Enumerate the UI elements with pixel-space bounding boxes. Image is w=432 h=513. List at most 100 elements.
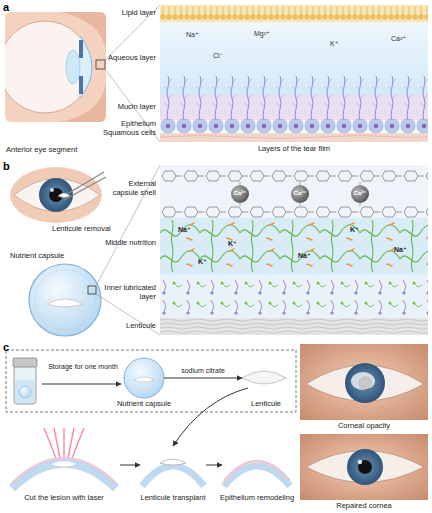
collagen-fibers — [160, 318, 428, 335]
annotation-label: Mg²⁺ — [254, 30, 278, 38]
node-label: Middle nutrition — [104, 239, 156, 248]
diagram-node: Lenticule — [160, 318, 428, 335]
diagram-node: Aqueous layer — [160, 22, 428, 95]
lower-eyelid — [60, 84, 106, 122]
vial — [14, 366, 36, 404]
cornea-section — [142, 466, 204, 486]
lesion — [52, 461, 76, 467]
epithelium — [224, 461, 290, 481]
squamous-band — [160, 133, 428, 142]
eye-white — [14, 179, 100, 212]
shell-band — [160, 165, 428, 218]
node-label: Repaired cornea — [300, 502, 428, 511]
iris — [347, 449, 383, 485]
laser-beam — [44, 428, 84, 458]
node-label: Inner lubricated layer — [98, 284, 156, 301]
capsule-sphere — [29, 264, 101, 336]
node-label: Layers of the tear film — [160, 145, 428, 154]
calcium-ion — [351, 185, 369, 203]
diagram-node: Mucin layer — [160, 95, 428, 120]
node-label: Lenticule — [244, 400, 288, 409]
lipid-molecules — [160, 5, 428, 22]
node-label: Aqueous layer — [100, 54, 156, 63]
corneal-opacity — [351, 372, 375, 390]
diagram-node: Lenticule removal — [12, 168, 102, 224]
eye-photo — [300, 434, 428, 500]
annotation-label: Na⁺ — [394, 246, 418, 254]
node-label: Epithelium remodeling — [210, 494, 304, 503]
eyeball — [5, 21, 91, 113]
alginate-chain — [160, 206, 428, 218]
node-label: Corneal opacity — [300, 422, 428, 431]
diagram-node: Middle nutrition — [160, 218, 428, 275]
lenticule — [160, 459, 186, 465]
process-arrow — [120, 465, 140, 466]
annotation-label: Ca²⁺ — [350, 190, 370, 197]
lens — [66, 50, 80, 84]
diagram-node: Epithelium remodeling — [222, 446, 292, 484]
annotation-label: Ca²⁺ — [290, 190, 310, 197]
cornea — [80, 36, 92, 98]
annotation-label: Na⁺ — [178, 226, 202, 234]
diagram-node: Repaired cornea — [300, 434, 428, 500]
iris — [39, 178, 73, 212]
annotation-label: Ca²⁺ — [391, 35, 415, 43]
node-label: Nutrient capsule — [10, 252, 100, 261]
lenticule — [47, 299, 83, 307]
lenticule — [242, 371, 286, 384]
eye-side-view — [5, 12, 106, 122]
capsule-sphere — [124, 358, 164, 398]
vial-cap — [13, 358, 37, 367]
node-label: External capsule shell — [104, 180, 156, 197]
diagram-node: Inner lubricated layer — [160, 275, 428, 318]
alginate-chain — [160, 170, 428, 182]
annotation-label: K⁺ — [350, 226, 374, 234]
node-label: Nutrient capsule — [104, 400, 184, 409]
node-label: Lenticule transplant — [128, 494, 218, 503]
lubricated-band — [160, 275, 428, 318]
diagram-node: Lenticule — [242, 368, 286, 388]
storage-arrow — [42, 384, 121, 385]
diagram-node: Lipid layer — [160, 5, 428, 22]
diagram-node: Corneal opacity — [300, 344, 428, 420]
capsule-in-vial — [19, 386, 31, 398]
ion-bond — [240, 182, 360, 206]
zoom-line — [96, 165, 160, 335]
iris — [345, 363, 385, 403]
diagram-node: Nutrient capsule — [124, 358, 164, 398]
annotation-label: Cl⁻ — [213, 52, 237, 60]
diagram-node: Layers of the tear filmLipid layerAqueou… — [160, 5, 428, 142]
nutrition-band — [160, 218, 428, 275]
cornea-section — [224, 466, 290, 486]
node-label: Lenticule — [104, 322, 156, 331]
annotation-label: K⁺ — [198, 258, 222, 266]
process-arrow — [206, 465, 222, 466]
node-label: Lenticule removal — [52, 225, 132, 234]
annotation-label: Ca²⁺ — [230, 190, 250, 197]
polymer-network — [160, 220, 428, 272]
diagram-node: Cut the lesion with laser — [8, 440, 120, 490]
dashed-frame — [6, 350, 296, 412]
epithelial-cells — [160, 119, 428, 133]
lenticule-band — [160, 318, 428, 335]
node-label: Lipid layer — [104, 9, 156, 18]
highlight — [358, 460, 362, 464]
zoom-box — [88, 286, 96, 294]
annotation-label: K⁺ — [228, 240, 252, 248]
annotation-label: Storage for one month — [42, 363, 124, 371]
panel-letter: b — [3, 160, 23, 173]
skin — [10, 167, 102, 223]
node-label: Anterior eye segment — [6, 146, 126, 155]
node-label: Epithelium Squamous cells — [96, 120, 156, 137]
zoom-box — [96, 60, 105, 69]
lenticule — [58, 193, 70, 198]
highlight — [50, 188, 54, 192]
annotation-label: K⁺ — [330, 40, 354, 48]
eye-photo — [300, 344, 428, 420]
capsule-inner-layer — [35, 270, 95, 330]
squamous-line — [160, 136, 428, 139]
diagram-node: Anterior eye segment — [5, 12, 110, 122]
